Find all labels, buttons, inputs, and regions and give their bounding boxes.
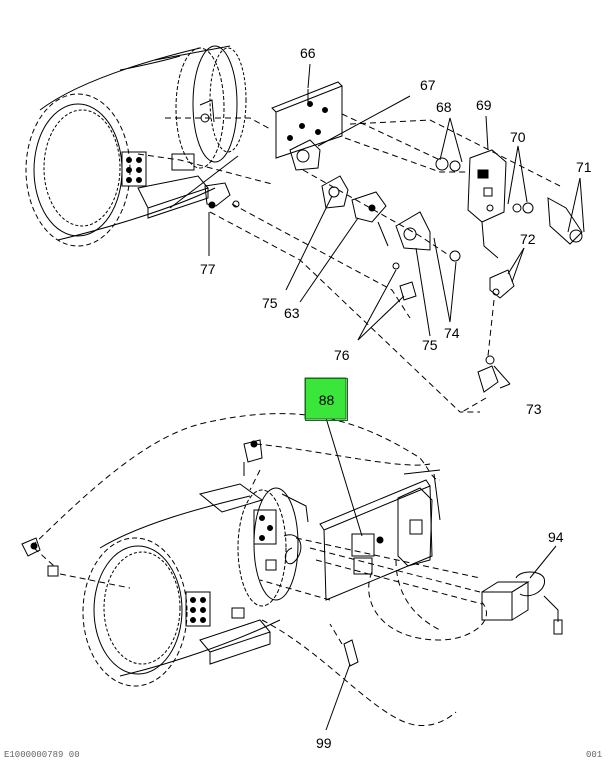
lower-leader-lines [325,417,557,731]
callout-73: 73 [526,401,542,417]
callout-72: 72 [520,231,536,247]
callout-77: 77 [200,261,216,277]
upper-motor-assembly [25,45,247,247]
callout-74: 74 [444,325,460,341]
fitting-63-75 [321,175,461,301]
connector-72 [477,269,515,393]
callout-75-right: 75 [422,337,438,353]
flange-67 [289,95,411,171]
callout-70: 70 [510,129,526,145]
switch-assembly-69 [435,149,583,259]
callout-68: 68 [436,99,452,115]
callout-69: 69 [476,97,492,113]
callout-76: 76 [334,347,350,363]
highlight-box [304,377,347,420]
control-panel-88 [319,469,563,635]
footer-left: E1000000789 00 [4,750,80,760]
callout-66: 66 [300,45,316,61]
lower-motor-assembly [82,483,309,687]
mounting-plate-66 [271,81,343,159]
bracket-77 [204,182,240,256]
callout-94: 94 [548,529,564,545]
callout-63: 63 [284,305,300,321]
callout-88-label: 88 [318,391,335,408]
callout-75-left: 75 [262,295,278,311]
callout-99: 99 [316,735,332,751]
lower-dashed-lines [31,413,487,726]
upper-leader-lines [285,63,585,389]
callout-88-highlighted[interactable]: 88 [305,378,348,421]
footer-right: 001 [586,750,603,760]
lower-small-parts [21,439,359,667]
callout-67: 67 [420,77,436,93]
upper-dashed-lines [137,113,561,413]
callout-71: 71 [576,159,592,175]
